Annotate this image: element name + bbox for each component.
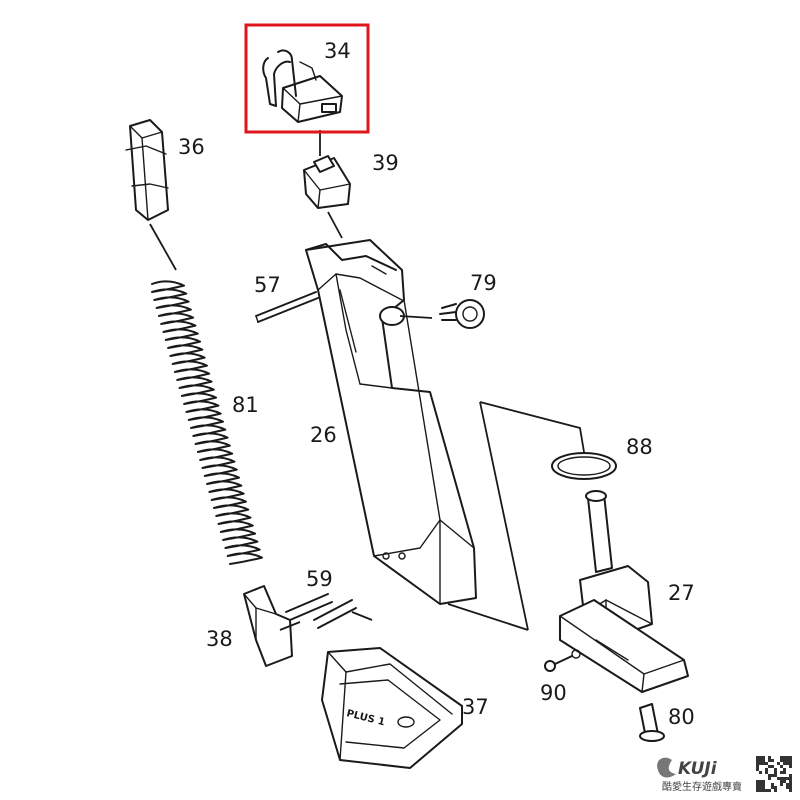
label-59: 59 (306, 567, 333, 591)
label-90: 90 (540, 681, 567, 705)
part-59-pins (285, 593, 357, 629)
label-38: 38 (206, 627, 233, 651)
part-38-latch (243, 585, 293, 667)
label-37: 37 (462, 695, 489, 719)
label-79: 79 (470, 271, 497, 295)
label-81: 81 (232, 393, 259, 417)
part-57-pin (255, 291, 319, 323)
part-39-lip-block (303, 155, 351, 209)
label-39: 39 (372, 151, 399, 175)
part-80-screw (639, 703, 665, 742)
label-34: 34 (324, 39, 351, 63)
label-57: 57 (254, 273, 281, 297)
qr-code-icon (756, 756, 792, 792)
part-79-valve (439, 299, 485, 329)
part-90-screw (544, 655, 573, 672)
watermark-tagline: 酷愛生存遊戲專賣 (662, 780, 742, 793)
label-88: 88 (626, 435, 653, 459)
part-26-magazine-body (305, 239, 477, 605)
watermark-brand: KUJi (678, 759, 718, 779)
highlight-box (244, 23, 370, 134)
part-34-follower-top (262, 49, 343, 123)
part-36-follower-block (125, 119, 169, 221)
label-80: 80 (668, 705, 695, 729)
part-81-spring (151, 280, 263, 565)
leader-lines (149, 130, 585, 631)
part-labels: 34 36 39 57 79 81 26 88 27 59 38 37 90 8… (178, 39, 695, 729)
label-36: 36 (178, 135, 205, 159)
label-27: 27 (668, 581, 695, 605)
part-88-o-ring (551, 452, 617, 480)
kuji-watermark: KUJi 酷愛生存遊戲專賣 (657, 756, 792, 793)
part-27-valve-base (559, 490, 689, 693)
label-26: 26 (310, 423, 337, 447)
part-37-base-plate: PLUS 1 (321, 647, 463, 769)
